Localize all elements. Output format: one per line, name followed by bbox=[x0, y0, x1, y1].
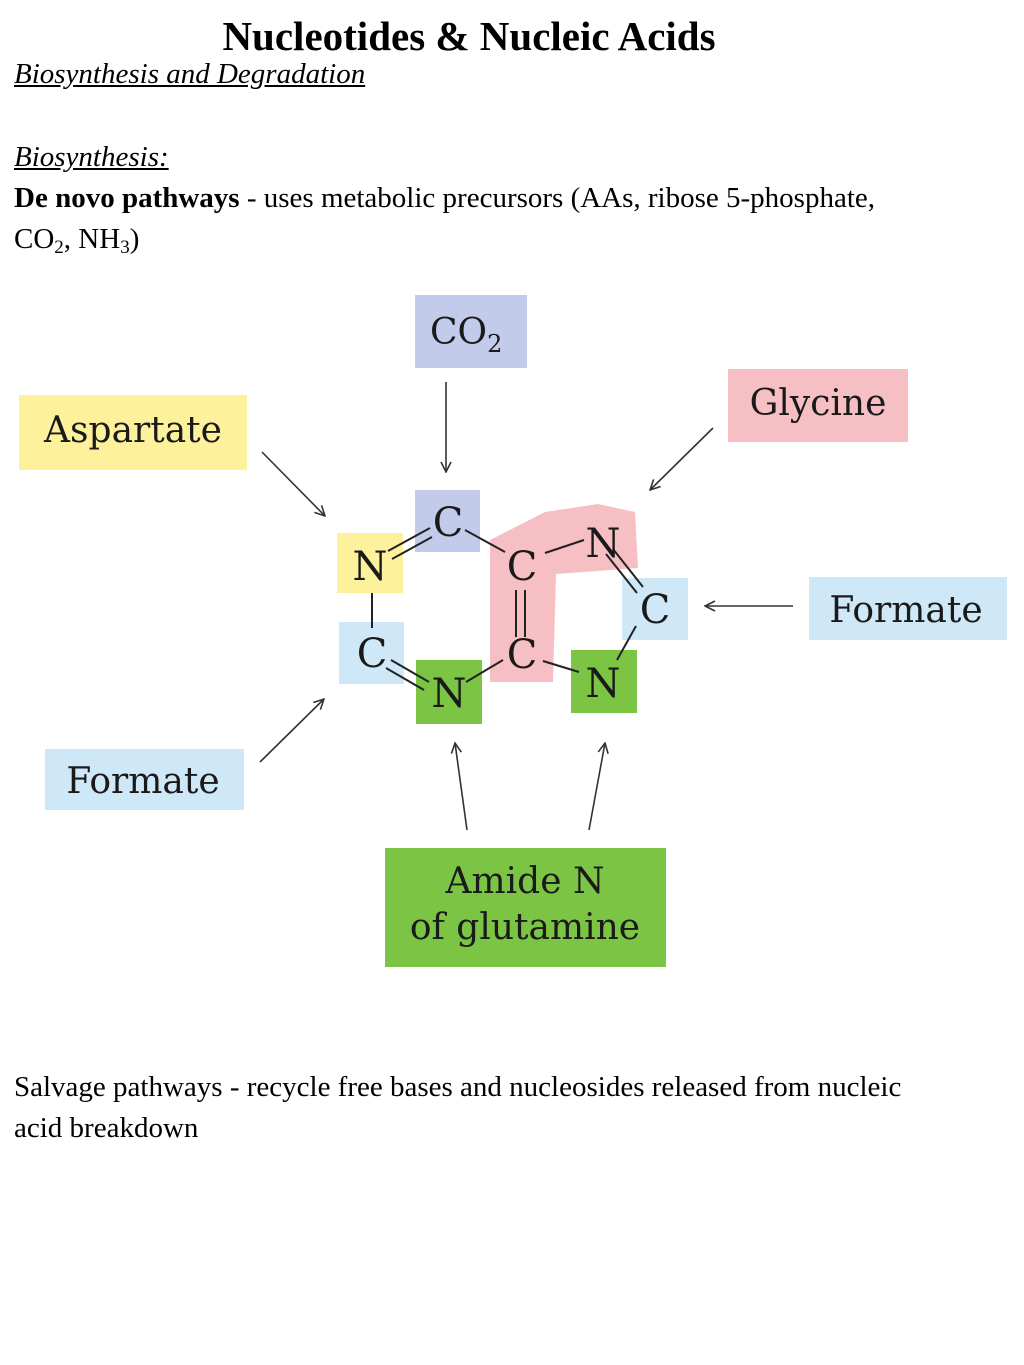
formate-left-box bbox=[45, 749, 244, 810]
arrow-aspartate bbox=[261, 451, 325, 516]
aspartate-label: Aspartate bbox=[43, 410, 222, 451]
n1-highlight bbox=[337, 533, 403, 593]
atom-n1: N bbox=[353, 544, 388, 590]
denovo-text: - uses metabolic precursors (AAs, ribose… bbox=[14, 182, 876, 255]
glutamine-label-line2: of glutamine bbox=[410, 907, 640, 948]
n3-highlight bbox=[416, 660, 482, 724]
atom-n7: N bbox=[586, 521, 621, 567]
page-title: Nucleotides & Nucleic Acids bbox=[222, 13, 716, 59]
glutamine-box bbox=[385, 848, 666, 967]
salvage-paragraph: Salvage pathways - recycle free bases an… bbox=[14, 1071, 902, 1144]
arrow-glutamine-right bbox=[588, 743, 605, 831]
glycine-box bbox=[728, 369, 908, 442]
c6-highlight bbox=[339, 622, 404, 684]
co2-label: CO2 bbox=[430, 312, 502, 358]
formate-right-box bbox=[809, 577, 1007, 640]
formate-right-label: Formate bbox=[829, 590, 982, 631]
atom-n3: N bbox=[432, 671, 467, 717]
atom-c4: C bbox=[507, 632, 538, 678]
c2-highlight bbox=[415, 490, 480, 552]
atom-c5: C bbox=[507, 544, 538, 590]
atom-n9: N bbox=[586, 661, 621, 707]
denovo-text-end: ) bbox=[129, 223, 140, 255]
nh3-subscript: 3 bbox=[120, 237, 130, 258]
aspartate-box bbox=[19, 395, 247, 470]
arrow-glutamine-left bbox=[455, 743, 468, 831]
atom-c6: C bbox=[357, 631, 388, 677]
arrow-formate-left bbox=[259, 699, 324, 763]
atom-c2: C bbox=[433, 500, 464, 546]
glycine-label: Glycine bbox=[750, 383, 887, 424]
denovo-term: De novo pathways bbox=[14, 182, 240, 214]
co2-box bbox=[415, 295, 527, 368]
denovo-text-nh: , NH bbox=[63, 223, 121, 255]
denovo-paragraph: De novo pathways - uses metabolic precur… bbox=[14, 178, 914, 260]
biosynthesis-heading: Biosynthesis: bbox=[14, 141, 169, 173]
glutamine-label-line1: Amide N bbox=[445, 861, 605, 902]
atom-c8: C bbox=[640, 587, 671, 633]
n9-highlight bbox=[571, 650, 637, 713]
co2-subscript: 2 bbox=[54, 237, 64, 258]
page-subtitle: Biosynthesis and Degradation bbox=[14, 58, 366, 90]
ring-bonds bbox=[371, 527, 644, 691]
arrow-glycine bbox=[650, 427, 714, 490]
glycine-atoms-highlight bbox=[490, 504, 638, 682]
formate-left-label: Formate bbox=[66, 761, 219, 802]
source-arrows bbox=[259, 382, 793, 831]
